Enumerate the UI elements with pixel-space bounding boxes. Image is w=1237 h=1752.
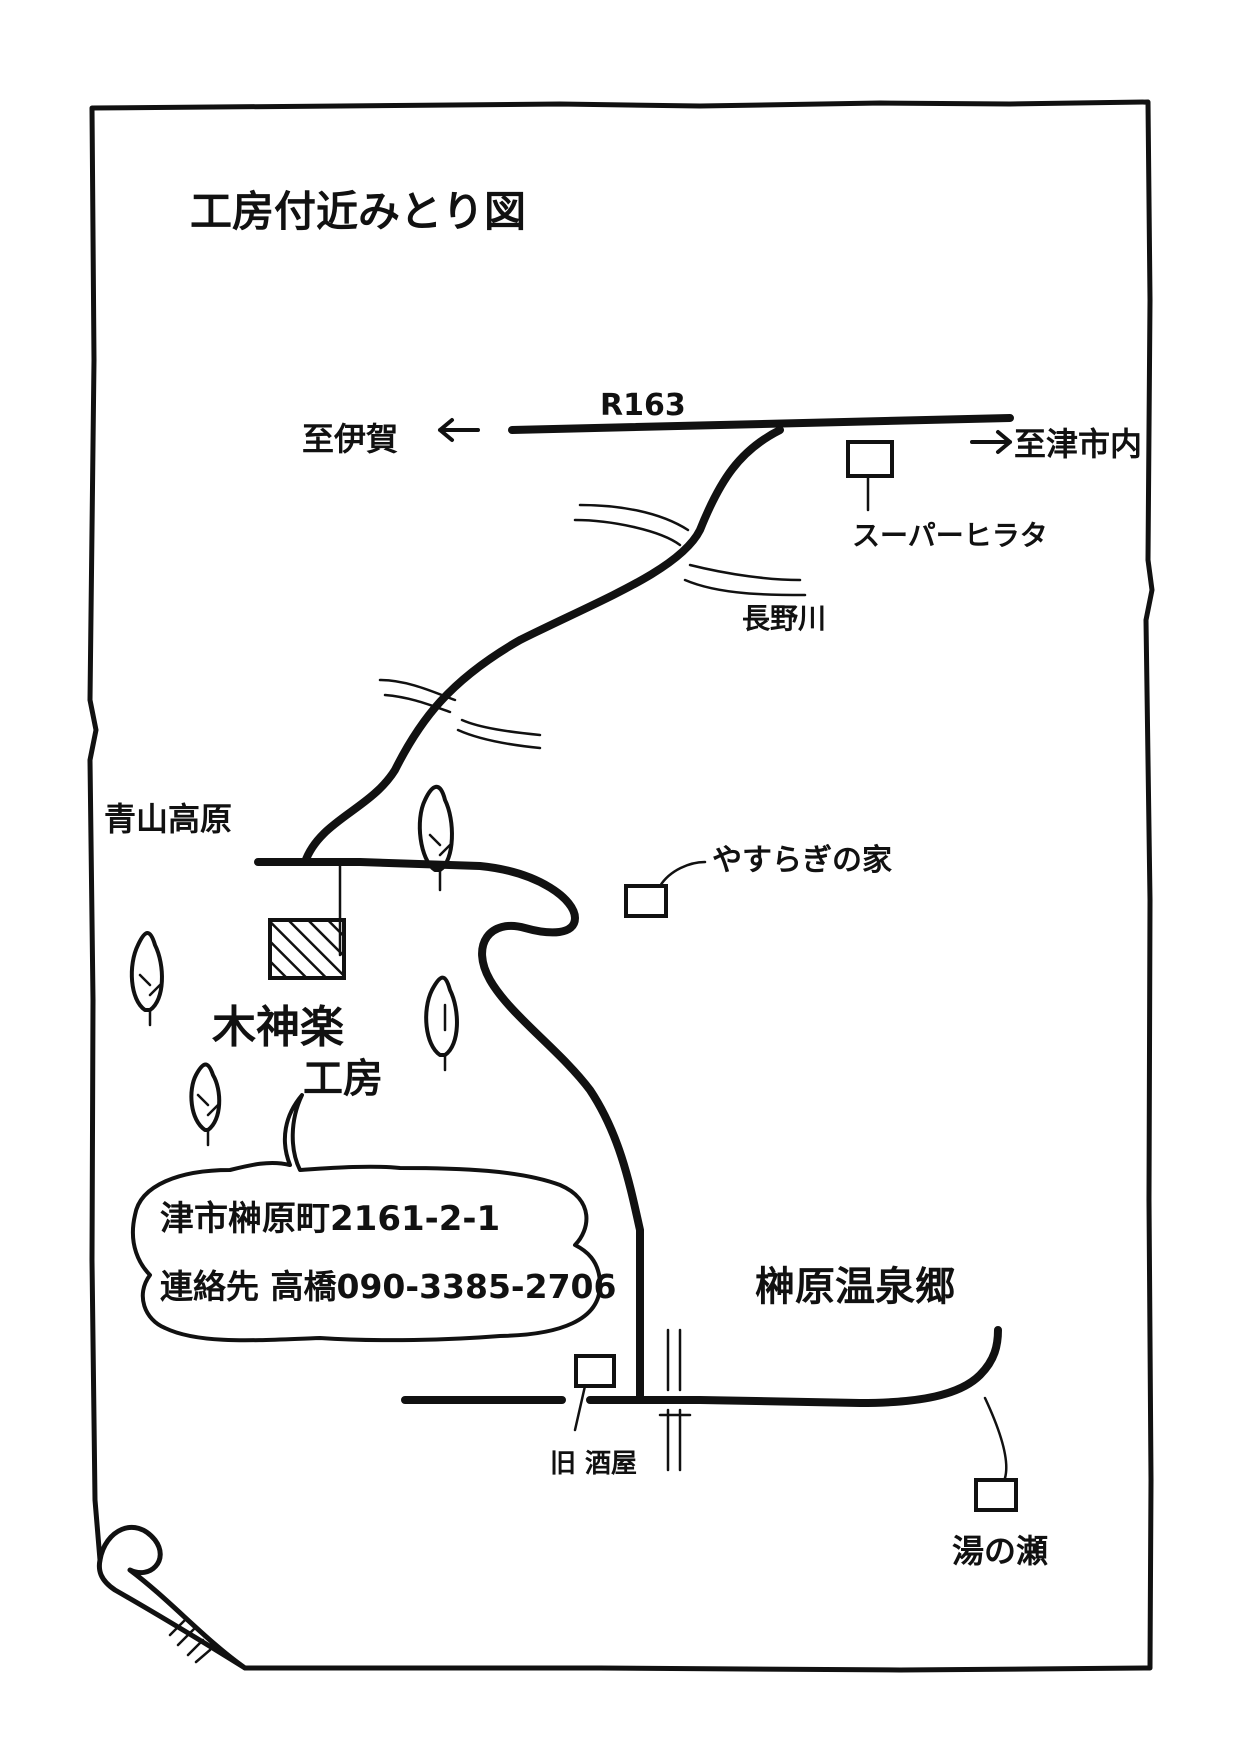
yasuragi-building [624,884,668,918]
direction-east-label: 至津市内 [1014,425,1142,463]
workshop-label-line1: 木神楽 [212,1002,344,1053]
supermarket-building [846,440,894,478]
sakaya-leader [573,1384,587,1432]
river-upper-bank-1 [573,518,682,547]
paper-frame [87,99,1155,1673]
paper-curl-hatch [168,1618,212,1664]
contact-address: 津市榊原町2161-2-1 [160,1199,500,1239]
route-163 [508,414,1014,434]
yunose-leader [983,1396,1008,1480]
contact-phone: 連絡先 高橋090-3385-2706 [160,1267,616,1306]
bridge-upper-bank [378,678,457,702]
bridge-lower-bank [460,718,542,737]
paper-curl [96,1525,248,1671]
tree-icon [417,784,454,892]
aoyama-label: 青山高原 [104,800,232,838]
tree-icon [189,1062,222,1147]
contact-bubble [130,1093,602,1343]
tree-icon [129,931,164,1027]
road-north [301,426,784,866]
river-upper-bank-2 [578,503,690,532]
sakaya-building [574,1354,616,1388]
yunose-building [974,1478,1018,1512]
river-lower-bank-1 [688,563,802,582]
river-lower-bank-2 [683,578,807,597]
bridge-lower-bank-2 [456,728,542,750]
road-junction-east [254,858,644,1404]
yasuragi-label: やすらぎの家 [712,843,892,878]
tree-icon [424,975,459,1072]
workshop-label-line2: 工房 [303,1056,383,1102]
workshop-building [268,918,346,980]
direction-west-label: 至伊賀 [302,420,398,458]
arrow-right-icon [970,430,1012,454]
onsen-label: 榊原温泉郷 [755,1264,955,1310]
route-163-label: R163 [600,388,686,423]
arrow-left-icon [438,418,480,442]
river-label: 長野川 [742,602,826,635]
sakaya-label: 旧 酒屋 [550,1449,637,1479]
road-south-east [586,1326,1002,1407]
map-title: 工房付近みとり図 [190,187,526,236]
yunose-label: 湯の瀬 [952,1532,1048,1570]
yasuragi-leader [658,860,707,888]
supermarket-label: スーパーヒラタ [852,519,1048,552]
bridge-upper-bank-2 [383,693,452,714]
